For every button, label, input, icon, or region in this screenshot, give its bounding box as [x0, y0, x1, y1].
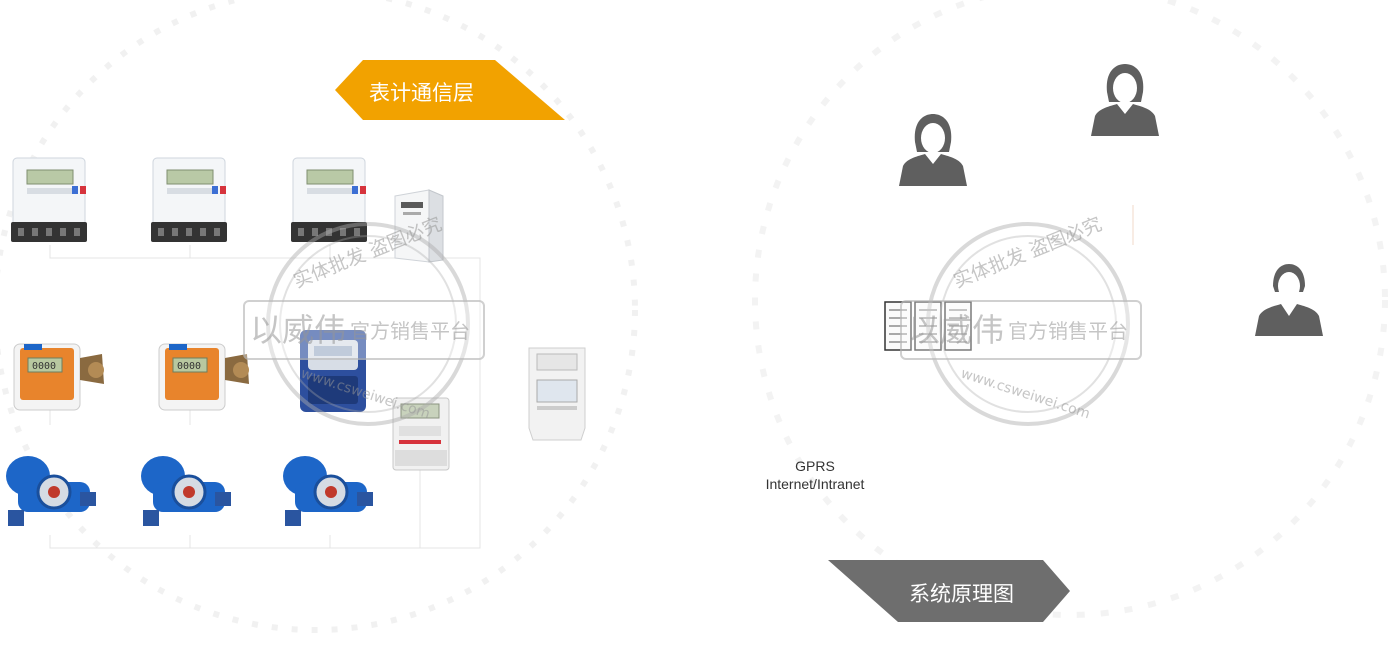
- network-line-gprs: GPRS: [795, 458, 835, 474]
- watermark-plate: [243, 300, 485, 360]
- network-label: GPRS Internet/Intranet: [755, 458, 875, 492]
- watermark-platform: 官方销售平台: [1008, 319, 1128, 343]
- watermark-plate: [900, 300, 1142, 360]
- prepaid-meter-icon: [300, 330, 366, 412]
- svg-text:0000: 0000: [32, 361, 56, 372]
- heat-meter-icon: 0000: [13, 343, 104, 411]
- network-line-internet: Internet/Intranet: [765, 476, 865, 492]
- concentrator-icon: [394, 189, 444, 263]
- watermark-brand: 以威伟: [908, 311, 1005, 349]
- water-meter-icon: [283, 456, 373, 526]
- server-rack-icon: [884, 301, 972, 351]
- person-icon: [1255, 264, 1323, 336]
- water-meter-icon: [6, 456, 96, 526]
- heat-meter-icon: 0000: [158, 343, 249, 411]
- water-meter-icon: [141, 456, 231, 526]
- watermark-circle: [926, 222, 1130, 426]
- watermark-circle: [266, 222, 470, 426]
- person-icon: [899, 114, 967, 186]
- person-icon: [1091, 64, 1159, 136]
- system-diagram-title: 系统原理图: [909, 582, 1014, 606]
- electric-meter-icon: [291, 157, 367, 242]
- data-collector-icon: [528, 347, 586, 441]
- svg-text:0000: 0000: [177, 361, 201, 372]
- electric-meter-icon: [392, 397, 450, 471]
- meter-layer-title: 表计通信层: [369, 81, 474, 105]
- watermark-brand: 以威伟: [250, 311, 347, 349]
- electric-meter-icon: [11, 157, 87, 242]
- watermark-platform: 官方销售平台: [350, 319, 470, 343]
- electric-meter-icon: [151, 157, 227, 242]
